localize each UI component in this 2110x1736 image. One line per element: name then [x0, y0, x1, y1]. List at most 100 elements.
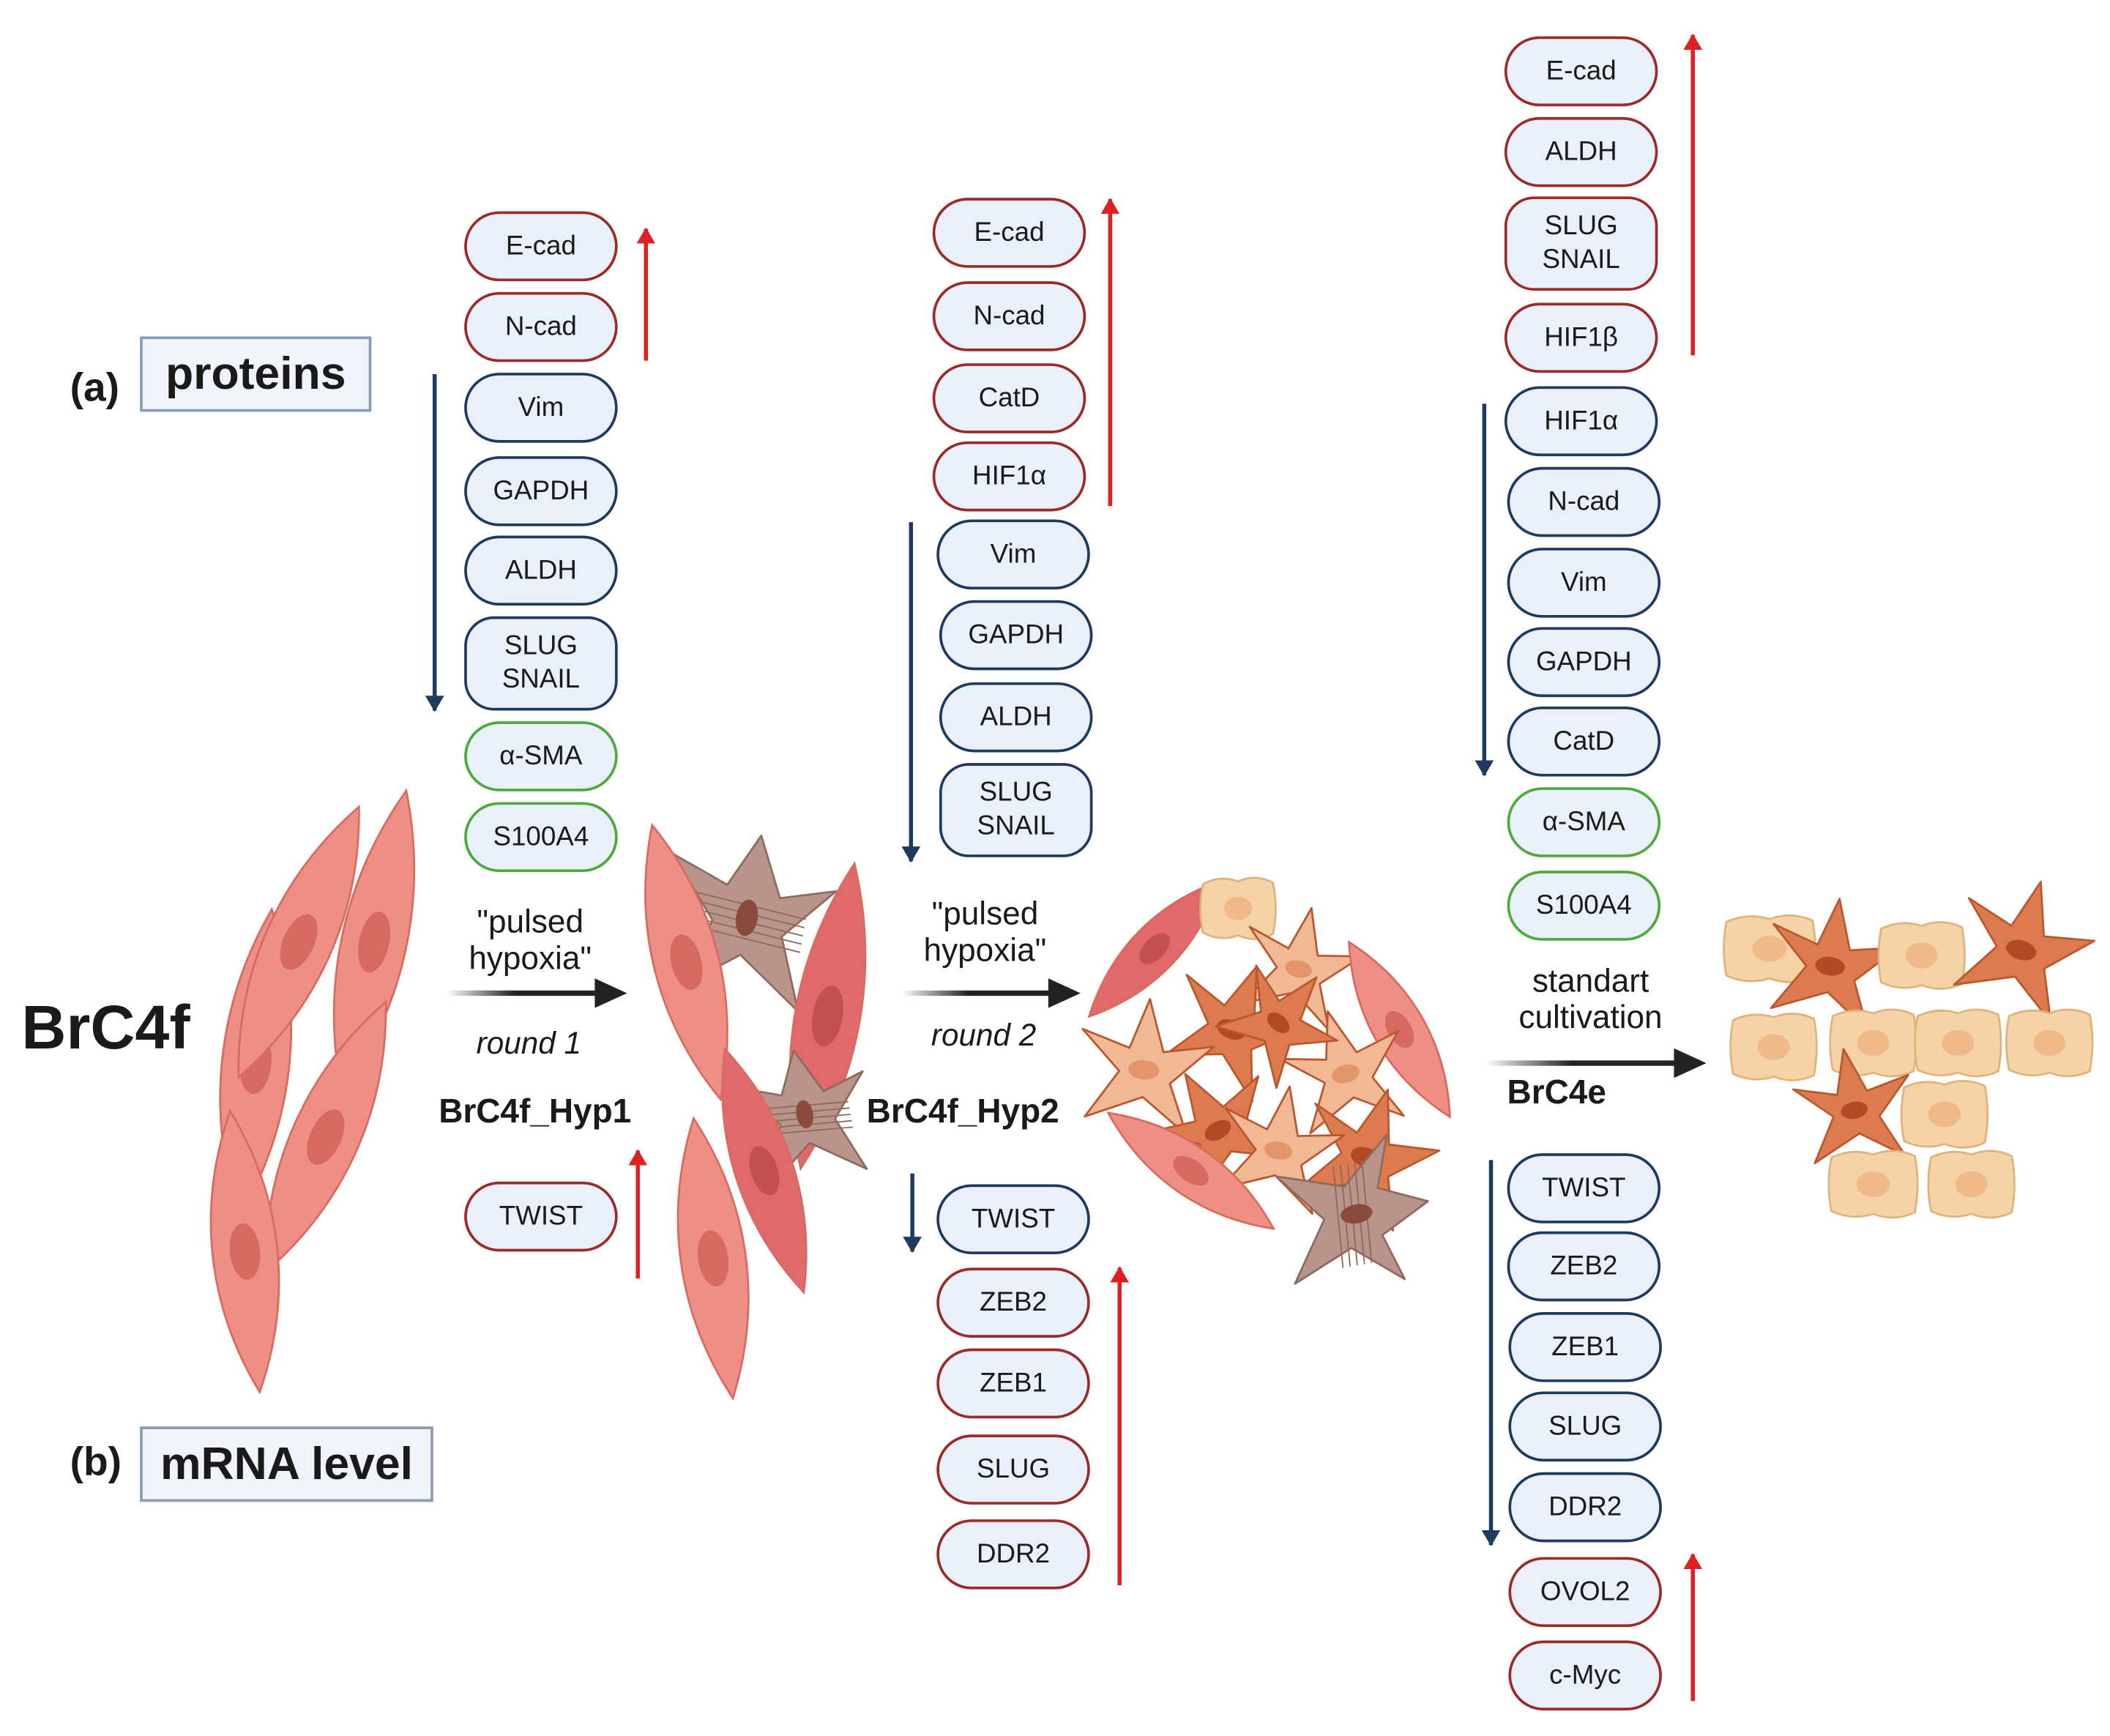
epithelial-cell	[1829, 1008, 1917, 1078]
nucleus	[1332, 1064, 1360, 1084]
nucleus	[1841, 1101, 1868, 1120]
process-arrow-head	[594, 978, 627, 1008]
spindle-cell	[237, 804, 360, 1080]
marker-pill: α-SMA	[464, 721, 618, 791]
cell-line-label: BrC4f	[21, 991, 190, 1062]
spindle-cell	[1106, 1111, 1276, 1230]
nucleus	[1264, 1141, 1293, 1160]
nucleus	[1955, 1171, 1988, 1198]
nucleus	[307, 1109, 345, 1166]
nucleus	[2005, 939, 2037, 961]
epithelial-cell	[1914, 1008, 2002, 1078]
nucleus	[1173, 1155, 1209, 1186]
process-3-text: standart cultivation	[1518, 964, 1663, 1037]
marker-pill: Vim	[936, 519, 1090, 590]
epithelial-cell	[1877, 921, 1966, 990]
process-arrow-head	[1048, 978, 1081, 1008]
marker-pill: SLUG SNAIL	[1504, 196, 1658, 291]
nucleus	[1139, 933, 1170, 964]
marker-pill: ALDH	[939, 682, 1093, 753]
spindle-cell	[676, 1116, 750, 1401]
marker-pill: GAPDH	[1507, 627, 1661, 698]
marker-pill: E-cad	[932, 198, 1086, 268]
mesenchymal-cell	[1278, 1010, 1405, 1135]
marker-pill: S100A4	[464, 802, 618, 873]
process-1-text: "pulsed hypoxia"	[469, 904, 592, 977]
marker-pill: HIF1α	[932, 441, 1086, 512]
panel-b-letter: (b)	[70, 1439, 122, 1485]
marker-pill: HIF1α	[1504, 386, 1658, 457]
mesenchymal-cell	[1792, 1048, 1909, 1164]
process-arrow	[447, 990, 598, 996]
epithelial-cell	[2005, 1008, 2094, 1078]
nucleus	[1752, 936, 1787, 962]
nucleus	[735, 899, 758, 936]
epithelial-cell	[1729, 1013, 1818, 1081]
marker-pill: OVOL2	[1508, 1557, 1662, 1628]
marker-pill: N-cad	[932, 281, 1086, 351]
epithelial-cell	[1199, 876, 1277, 940]
marker-pill: CatD	[932, 363, 1086, 433]
marker-pill: ALDH	[464, 535, 618, 606]
marker-pill: SLUG SNAIL	[939, 763, 1093, 857]
marker-pill: ZEB1	[936, 1348, 1090, 1419]
marker-pill: N-cad	[464, 291, 618, 362]
nucleus	[1223, 896, 1253, 920]
marker-pill: ZEB1	[1508, 1312, 1662, 1382]
spindle-cell	[1087, 879, 1222, 1018]
panel-b-label: mRNA level	[140, 1426, 433, 1502]
myofibroblast-cell	[1275, 1133, 1429, 1285]
nucleus	[1905, 942, 1938, 969]
process-2-round: round 2	[931, 1017, 1037, 1053]
marker-pill: ZEB2	[936, 1267, 1090, 1338]
nucleus	[357, 912, 390, 973]
hyp1-name: BrC4f_Hyp1	[439, 1092, 632, 1130]
spindle-cell	[332, 788, 416, 1096]
marker-pill: DDR2	[936, 1519, 1090, 1590]
nucleus	[811, 985, 843, 1047]
nucleus	[670, 934, 703, 990]
marker-pill: SLUG	[1508, 1391, 1662, 1462]
marker-pill: ZEB2	[1507, 1231, 1661, 1302]
marker-pill: CatD	[1507, 706, 1661, 777]
mesenchymal-cell	[1215, 964, 1338, 1089]
marker-pill: N-cad	[1507, 466, 1661, 537]
nucleus	[1267, 1012, 1290, 1034]
epithelial-cell	[1927, 1150, 2016, 1219]
nucleus	[749, 1146, 780, 1196]
nucleus	[229, 1223, 261, 1280]
nucleus	[1857, 1029, 1890, 1057]
nucleus	[1815, 956, 1845, 976]
panel-a-label: proteins	[140, 336, 372, 412]
marker-pill: ALDH	[1504, 116, 1658, 187]
nucleus	[796, 1100, 813, 1129]
marker-pill: Vim	[1507, 548, 1661, 618]
process-arrow	[1485, 1060, 1677, 1066]
nucleus	[1856, 1171, 1890, 1198]
marker-pill: α-SMA	[1507, 787, 1661, 857]
marker-pill: HIF1β	[1504, 302, 1658, 373]
marker-pill: E-cad	[1504, 36, 1658, 107]
marker-pill: Vim	[464, 373, 618, 443]
nucleus	[2033, 1029, 2066, 1057]
nucleus	[1128, 1059, 1160, 1080]
marker-pill: c-Myc	[1508, 1640, 1662, 1711]
marker-pill: TWIST	[464, 1181, 618, 1252]
marker-pill: GAPDH	[939, 600, 1093, 671]
spindle-cell	[209, 1109, 280, 1395]
brc4e-name: BrC4e	[1507, 1073, 1606, 1112]
nucleus	[1204, 1120, 1231, 1141]
marker-pill: TWIST	[936, 1184, 1090, 1255]
marker-pill: S100A4	[1507, 871, 1661, 941]
process-arrow	[901, 990, 1051, 996]
process-1-round: round 1	[476, 1025, 582, 1061]
nucleus	[1341, 1204, 1373, 1224]
epithelial-cell	[1827, 1150, 1919, 1219]
spindle-cell	[644, 822, 728, 1102]
nucleus	[698, 1230, 729, 1286]
marker-pill: TWIST	[1507, 1153, 1661, 1223]
epithelial-cell	[1900, 1079, 1989, 1149]
